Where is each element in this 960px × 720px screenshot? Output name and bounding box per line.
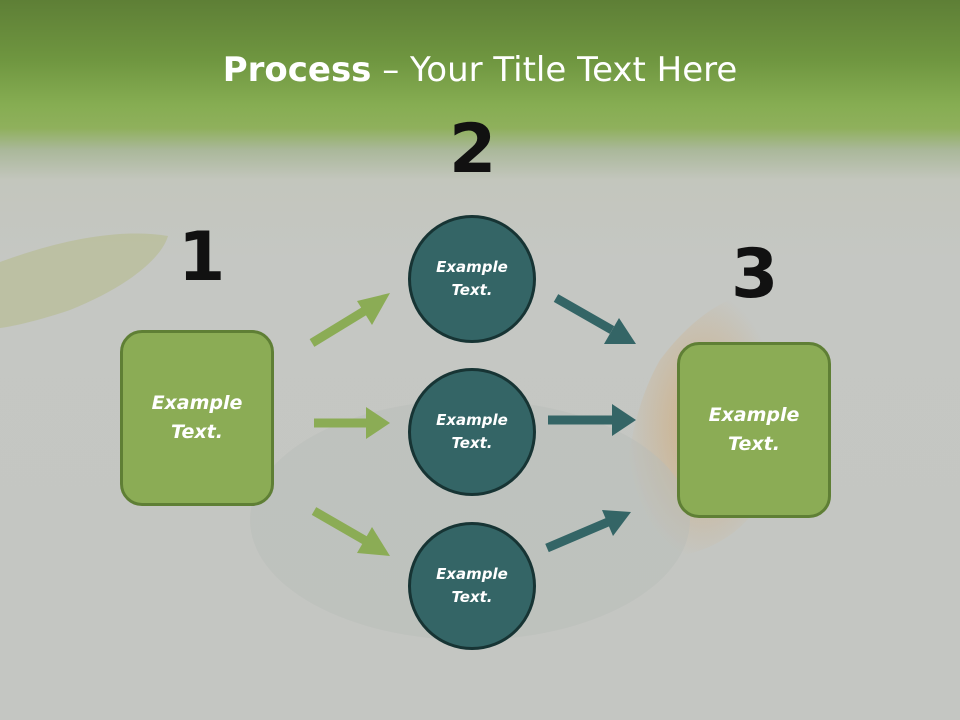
- step-number-2: 2: [449, 110, 497, 189]
- arrow-to-middle-circle: [314, 407, 390, 439]
- arrow-from-top-circle: [553, 294, 636, 344]
- splash-decoration: [250, 400, 690, 640]
- title-rest: – Your Title Text Here: [371, 50, 738, 90]
- lime-slice-decoration: [0, 233, 168, 328]
- step-number-3: 3: [731, 235, 779, 314]
- title-bold: Process: [222, 50, 372, 90]
- circle-middle-text: Example Text.: [436, 411, 508, 452]
- slide-title: Process – Your Title Text Here: [0, 50, 960, 90]
- arrow-from-bottom-circle: [545, 510, 631, 553]
- step-1-text: Example Text.: [151, 392, 243, 443]
- arrow-from-middle-circle: [548, 404, 636, 436]
- step-3-text: Example Text.: [708, 404, 800, 455]
- step-1-box: Example Text.: [120, 330, 274, 506]
- circle-top-text: Example Text.: [436, 258, 508, 299]
- arrow-to-top-circle: [309, 293, 390, 347]
- step-3-box: Example Text.: [677, 342, 831, 518]
- step-2-circle-middle: Example Text.: [408, 368, 536, 496]
- step-2-circle-top: Example Text.: [408, 215, 536, 343]
- step-number-1: 1: [178, 218, 226, 297]
- step-2-circle-bottom: Example Text.: [408, 522, 536, 650]
- circle-bottom-text: Example Text.: [436, 565, 508, 606]
- arrow-to-bottom-circle: [311, 507, 390, 556]
